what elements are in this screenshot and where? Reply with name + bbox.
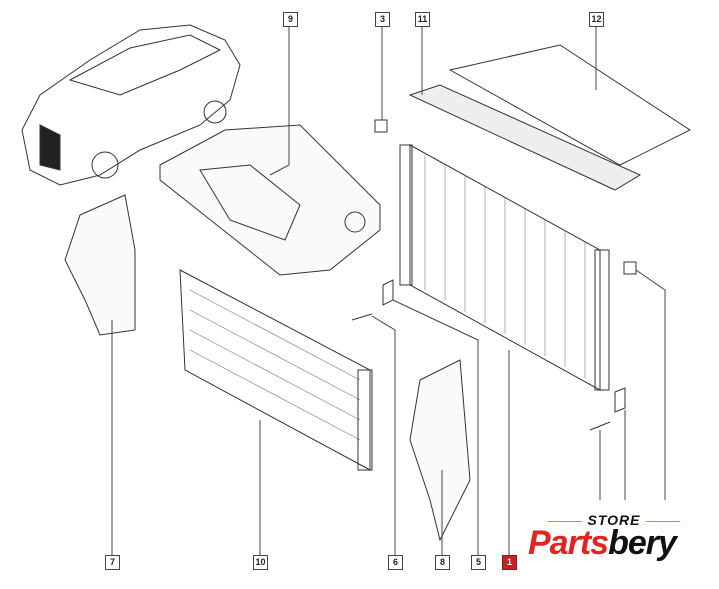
callout-6: 6 [388, 555, 403, 570]
part-1-radiator [399, 144, 610, 391]
callout-9: 9 [283, 12, 298, 27]
part-12-upper-cover [448, 44, 692, 166]
callout-7: 7 [105, 555, 120, 570]
partsbery-store-logo: STORE Partsbery [528, 510, 700, 570]
part-6-bolt [351, 313, 373, 321]
logo-brand-part1: Parts [528, 524, 609, 562]
logo-brand-part2: bery [608, 524, 677, 562]
part-8-side-deflector [409, 359, 471, 542]
part-10-condenser [179, 269, 373, 471]
callout-11: 11 [415, 12, 430, 27]
part-9-air-deflector [159, 124, 381, 276]
part-3-bushing [374, 119, 388, 133]
logo-store-text: STORE [528, 512, 700, 528]
callout-1-highlighted: 1 [502, 555, 517, 570]
part-5-bracket [382, 279, 394, 306]
callout-12: 12 [589, 12, 604, 27]
part-6-bolt-lower [589, 421, 611, 431]
callout-3: 3 [375, 12, 390, 27]
part-3-bushing-lower [623, 261, 637, 275]
part-5-bracket-lower [614, 387, 626, 413]
logo-brand: Partsbery [528, 524, 677, 563]
part-7-air-guide [64, 194, 136, 336]
vehicle-illustration [21, 24, 241, 186]
part-11-upper-crossmember [408, 84, 642, 191]
callout-10: 10 [253, 555, 268, 570]
leader-lines [111, 27, 666, 555]
callout-5: 5 [471, 555, 486, 570]
callout-8: 8 [435, 555, 450, 570]
